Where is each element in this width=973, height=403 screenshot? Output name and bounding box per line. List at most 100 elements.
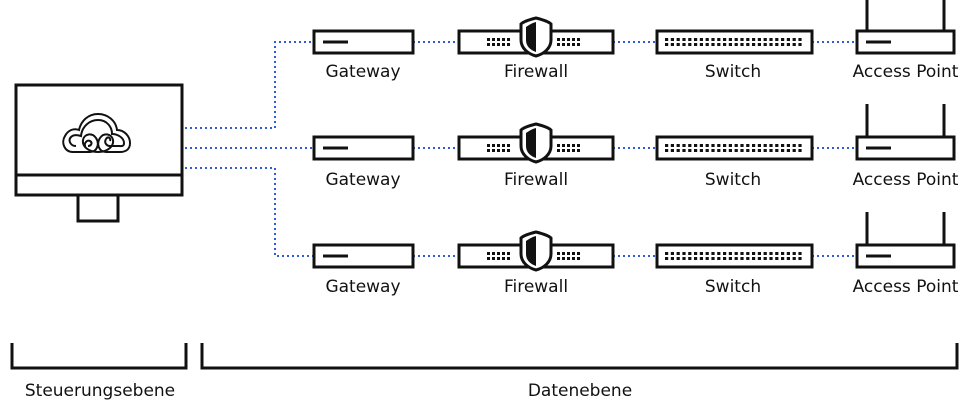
firewall-port bbox=[497, 43, 500, 46]
firewall-port bbox=[567, 38, 570, 41]
firewall-port bbox=[487, 149, 490, 152]
firewall-port bbox=[487, 252, 490, 255]
switch-label: Switch bbox=[704, 62, 762, 82]
switch-port bbox=[786, 149, 790, 152]
switch-port bbox=[682, 252, 686, 255]
firewall-port bbox=[577, 149, 580, 152]
firewall-port bbox=[497, 149, 500, 152]
switch-port bbox=[786, 38, 790, 41]
switch-port bbox=[670, 252, 674, 255]
switch-port bbox=[688, 144, 692, 147]
switch-body bbox=[655, 243, 814, 269]
switch-port bbox=[723, 38, 727, 41]
device-rows bbox=[312, 0, 956, 272]
switch-port bbox=[676, 43, 680, 46]
switch-port bbox=[723, 43, 727, 46]
switch-port bbox=[665, 149, 669, 152]
switch-port bbox=[746, 144, 750, 147]
firewall-port bbox=[562, 38, 565, 41]
switch-port bbox=[723, 252, 727, 255]
switch-port bbox=[775, 43, 779, 46]
firewall-port bbox=[487, 144, 490, 147]
firewall-port bbox=[487, 38, 490, 41]
firewall-port bbox=[562, 144, 565, 147]
switch-port bbox=[740, 252, 744, 255]
switch-port bbox=[740, 257, 744, 260]
switch-port bbox=[792, 252, 796, 255]
gateway-icon bbox=[312, 135, 415, 161]
switch-port bbox=[699, 38, 703, 41]
gateway-body bbox=[312, 135, 415, 161]
switch-port bbox=[705, 43, 709, 46]
switch-port bbox=[676, 144, 680, 147]
switch-port bbox=[711, 38, 715, 41]
switch-port bbox=[781, 43, 785, 46]
switch-port bbox=[717, 257, 721, 260]
switch-port bbox=[775, 144, 779, 147]
switch-port bbox=[734, 43, 738, 46]
switch-port bbox=[769, 149, 773, 152]
firewall-port bbox=[497, 257, 500, 260]
cloud-icon bbox=[62, 112, 132, 154]
switch-port bbox=[711, 252, 715, 255]
switch-port bbox=[740, 144, 744, 147]
switch-port bbox=[670, 38, 674, 41]
switch-port bbox=[705, 38, 709, 41]
switch-port bbox=[792, 149, 796, 152]
switch-port bbox=[786, 43, 790, 46]
gateway-label: Gateway bbox=[325, 277, 401, 297]
gateway-icon bbox=[312, 29, 415, 55]
firewall-port bbox=[572, 149, 575, 152]
switch-port bbox=[763, 38, 767, 41]
firewall-port bbox=[562, 252, 565, 255]
switch-port bbox=[752, 38, 756, 41]
switch-port bbox=[740, 43, 744, 46]
firewall-label: Firewall bbox=[503, 277, 569, 297]
access-point-body bbox=[855, 135, 956, 161]
switch-port bbox=[792, 43, 796, 46]
switch-port bbox=[752, 43, 756, 46]
switch-port bbox=[757, 149, 761, 152]
data-plane-bracket bbox=[200, 343, 959, 370]
switch-port bbox=[676, 149, 680, 152]
switch-port bbox=[694, 38, 698, 41]
switch-port bbox=[763, 144, 767, 147]
firewall-port bbox=[567, 252, 570, 255]
switch-port bbox=[699, 144, 703, 147]
firewall-port bbox=[562, 43, 565, 46]
switch-port bbox=[746, 149, 750, 152]
firewall-port bbox=[572, 252, 575, 255]
gateway-icon bbox=[312, 243, 415, 269]
switch-port bbox=[775, 149, 779, 152]
switch-port bbox=[699, 252, 703, 255]
switch-port bbox=[682, 149, 686, 152]
switch-port bbox=[786, 144, 790, 147]
firewall-port bbox=[572, 257, 575, 260]
firewall-port bbox=[557, 149, 560, 152]
switch-port bbox=[775, 252, 779, 255]
switch-port bbox=[798, 38, 802, 41]
switch-port bbox=[676, 257, 680, 260]
access-point-label: Access Point bbox=[852, 62, 959, 82]
switch-port bbox=[711, 43, 715, 46]
switch-icon bbox=[655, 29, 814, 55]
plane-brackets bbox=[10, 343, 959, 370]
firewall-port bbox=[502, 43, 505, 46]
firewall-port bbox=[492, 38, 495, 41]
switch-port bbox=[711, 144, 715, 147]
switch-port bbox=[786, 252, 790, 255]
switch-port bbox=[665, 252, 669, 255]
firewall-label: Firewall bbox=[503, 170, 569, 190]
switch-label: Switch bbox=[704, 170, 762, 190]
switch-port bbox=[740, 38, 744, 41]
switch-label: Switch bbox=[704, 277, 762, 297]
switch-port bbox=[728, 257, 732, 260]
switch-port bbox=[688, 38, 692, 41]
switch-port bbox=[717, 38, 721, 41]
switch-port bbox=[752, 257, 756, 260]
access-point-icon bbox=[855, 0, 956, 55]
gateway-body bbox=[312, 29, 415, 55]
switch-port bbox=[694, 257, 698, 260]
switch-port bbox=[792, 144, 796, 147]
